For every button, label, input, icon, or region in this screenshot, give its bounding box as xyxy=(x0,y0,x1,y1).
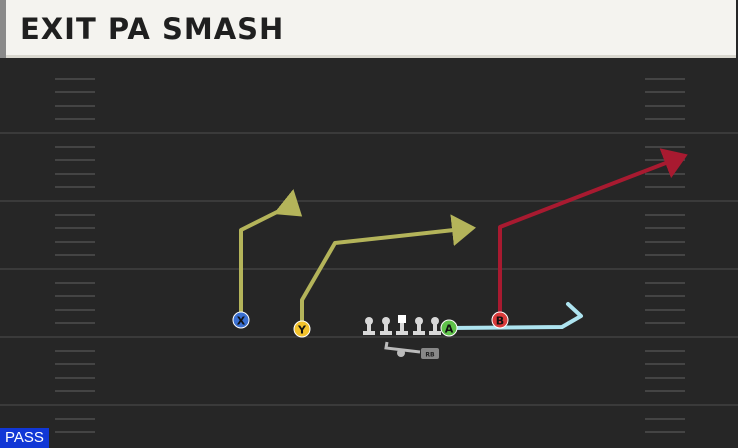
player-a: A xyxy=(440,319,458,337)
player-x: X xyxy=(232,311,250,329)
player-b: B xyxy=(491,311,509,329)
player-a-label: A xyxy=(445,323,454,336)
player-y-label: Y xyxy=(297,324,307,337)
player-b-label: B xyxy=(496,315,504,328)
play-type-badge: PASS xyxy=(0,428,49,448)
rb-label: RB xyxy=(425,352,435,359)
route-x xyxy=(239,189,303,320)
lineman-lg xyxy=(380,317,392,335)
qb-rb-backfield: RB xyxy=(384,341,439,359)
lineman-rg xyxy=(413,317,425,335)
title-accent xyxy=(0,0,6,58)
rb-marker xyxy=(421,348,439,359)
route-b xyxy=(498,148,688,322)
play-title: EXIT PA SMASH xyxy=(20,12,285,46)
play-field: RB X Y A B xyxy=(0,78,738,433)
title-bar: EXIT PA SMASH xyxy=(0,0,736,58)
route-y xyxy=(300,214,476,330)
quarterback xyxy=(397,349,405,357)
player-y: Y xyxy=(293,320,311,338)
play-action-fake xyxy=(384,341,421,354)
hash-marks-left xyxy=(55,78,95,433)
lineman-rt xyxy=(429,317,441,335)
player-x-label: X xyxy=(237,315,246,328)
route-a xyxy=(447,302,583,330)
lineman-lt xyxy=(363,317,375,335)
yard-lines xyxy=(0,132,738,406)
routes xyxy=(239,148,688,330)
center xyxy=(396,315,408,335)
offensive-line xyxy=(363,315,441,335)
hash-marks-right xyxy=(645,78,685,433)
